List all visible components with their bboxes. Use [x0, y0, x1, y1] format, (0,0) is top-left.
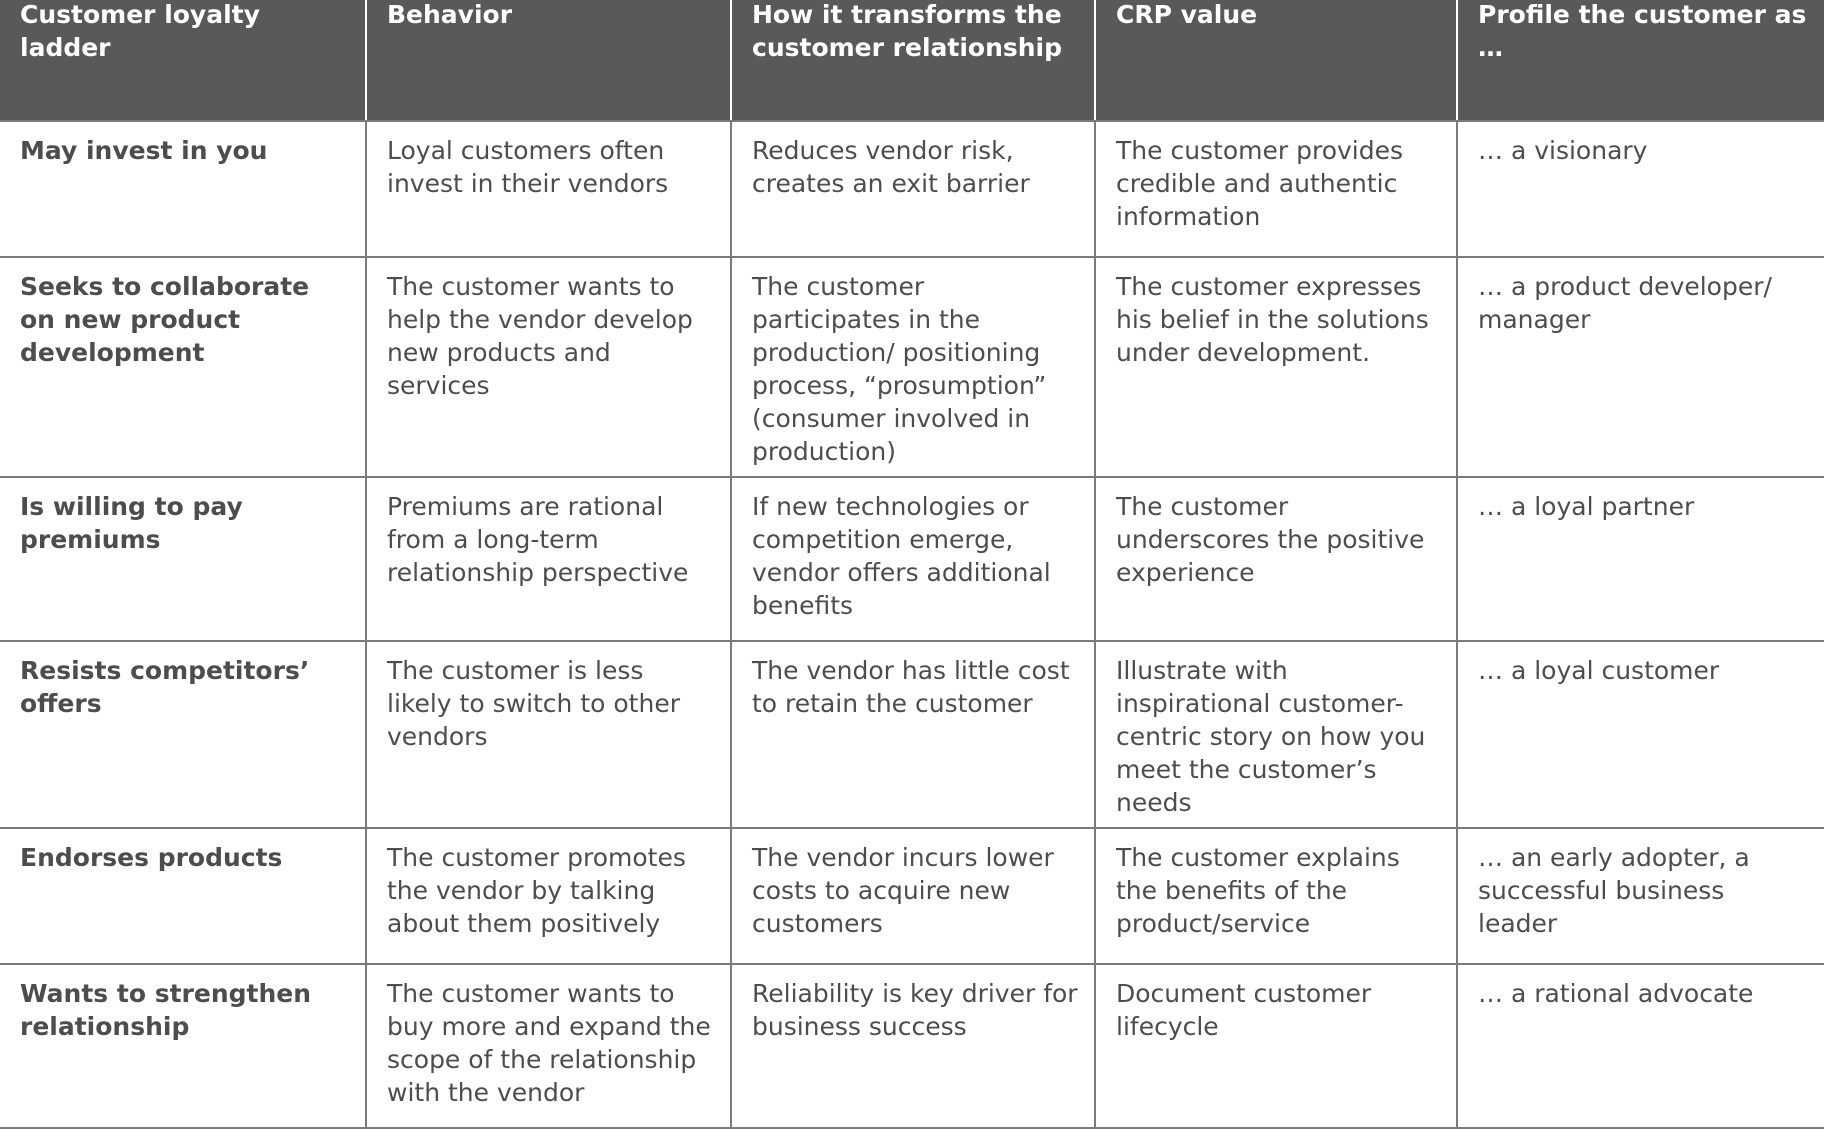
header-transforms-relationship: How it transforms the customer relations… [730, 0, 1096, 122]
cell-crp-value: Illustrate with inspirational customer-c… [1094, 640, 1458, 829]
cell-crp-value: Document customer lifecycle [1094, 963, 1458, 1129]
cell-ladder: Seeks to collaborate on new product deve… [0, 256, 367, 478]
cell-behavior: Premiums are rational from a long-term r… [365, 476, 732, 642]
cell-profile: … a loyal partner [1456, 476, 1824, 642]
cell-crp-value: The customer provides credible and authe… [1094, 120, 1458, 258]
table-row: Seeks to collaborate on new product deve… [0, 256, 1824, 478]
cell-profile: … a product developer/ manager [1456, 256, 1824, 478]
cell-crp-value: The customer explains the benefits of th… [1094, 827, 1458, 965]
table-row: Resists competitors’ offers The customer… [0, 640, 1824, 829]
table-row: Endorses products The customer promotes … [0, 827, 1824, 965]
header-label: How it transforms the customer relations… [752, 0, 1063, 62]
cell-transforms: The customer participates in the product… [730, 256, 1096, 478]
cell-behavior: The customer wants to buy more and expan… [365, 963, 732, 1129]
header-behavior: Behavior [365, 0, 732, 122]
cell-profile: … an early adopter, a successful busines… [1456, 827, 1824, 965]
header-crp-value: CRP value [1094, 0, 1458, 122]
table-row: Is willing to pay premiums Premiums are … [0, 476, 1824, 642]
header-label: Behavior [387, 0, 513, 29]
cell-behavior: The customer is less likely to switch to… [365, 640, 732, 829]
cell-ladder: Wants to strengthen relationship [0, 963, 367, 1129]
header-label: Profile the customer as … [1478, 0, 1807, 62]
cell-ladder: Resists competitors’ offers [0, 640, 367, 829]
cell-behavior: The customer promotes the vendor by talk… [365, 827, 732, 965]
cell-profile: … a rational advocate [1456, 963, 1824, 1129]
table-header: Customer loyalty ladder Behavior How it … [0, 0, 1824, 122]
table-row: Wants to strengthen relationship The cus… [0, 963, 1824, 1129]
cell-profile: … a visionary [1456, 120, 1824, 258]
cell-transforms: If new technologies or competition emerg… [730, 476, 1096, 642]
cell-profile: … a loyal customer [1456, 640, 1824, 829]
cell-crp-value: The customer underscores the positive ex… [1094, 476, 1458, 642]
cell-transforms: Reliability is key driver for business s… [730, 963, 1096, 1129]
cell-transforms: The vendor incurs lower costs to acquire… [730, 827, 1096, 965]
table-row: May invest in you Loyal customers often … [0, 120, 1824, 258]
header-label: CRP value [1116, 0, 1258, 29]
cell-behavior: Loyal customers often invest in their ve… [365, 120, 732, 258]
header-customer-loyalty-ladder: Customer loyalty ladder [0, 0, 367, 122]
table-body: May invest in you Loyal customers often … [0, 120, 1824, 1129]
cell-transforms: Reduces vendor risk, creates an exit bar… [730, 120, 1096, 258]
cell-crp-value: The customer expresses his belief in the… [1094, 256, 1458, 478]
header-profile-customer: Profile the customer as … [1456, 0, 1824, 122]
header-label: Customer loyalty ladder [20, 0, 260, 62]
cell-behavior: The customer wants to help the vendor de… [365, 256, 732, 478]
header-row: Customer loyalty ladder Behavior How it … [0, 0, 1824, 122]
cell-ladder: May invest in you [0, 120, 367, 258]
cell-ladder: Is willing to pay premiums [0, 476, 367, 642]
cell-transforms: The vendor has little cost to retain the… [730, 640, 1096, 829]
cell-ladder: Endorses products [0, 827, 367, 965]
